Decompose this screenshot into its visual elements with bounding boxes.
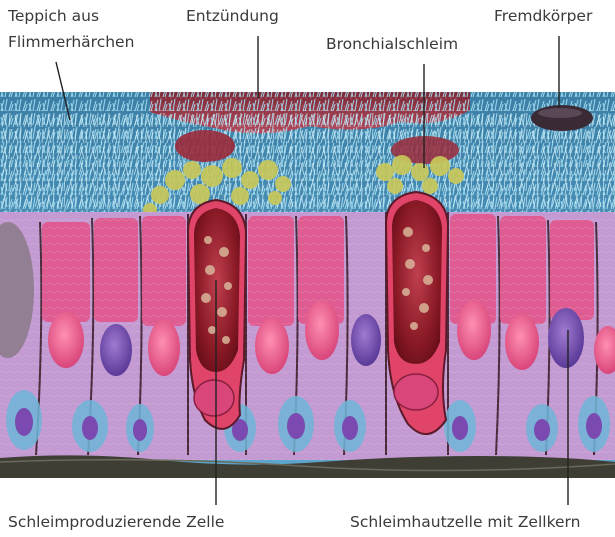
label-goblet-cell: Schleimproduzierende Zelle <box>8 512 224 533</box>
foreign-body <box>531 105 593 131</box>
label-inflammation: Entzündung <box>186 6 279 27</box>
goblet-cell-left <box>188 200 246 429</box>
inflammation-blob-left <box>175 130 235 162</box>
label-mucus: Bronchialschleim <box>326 34 458 55</box>
label-epithelial-cell: Schleimhautzelle mit Zellkern <box>350 512 580 533</box>
goblet-cell-right <box>386 192 448 434</box>
label-cilia-line2: Flimmerhärchen <box>8 32 134 53</box>
label-cilia-line1: Teppich aus <box>8 6 99 27</box>
label-foreign-body: Fremdkörper <box>494 6 592 27</box>
